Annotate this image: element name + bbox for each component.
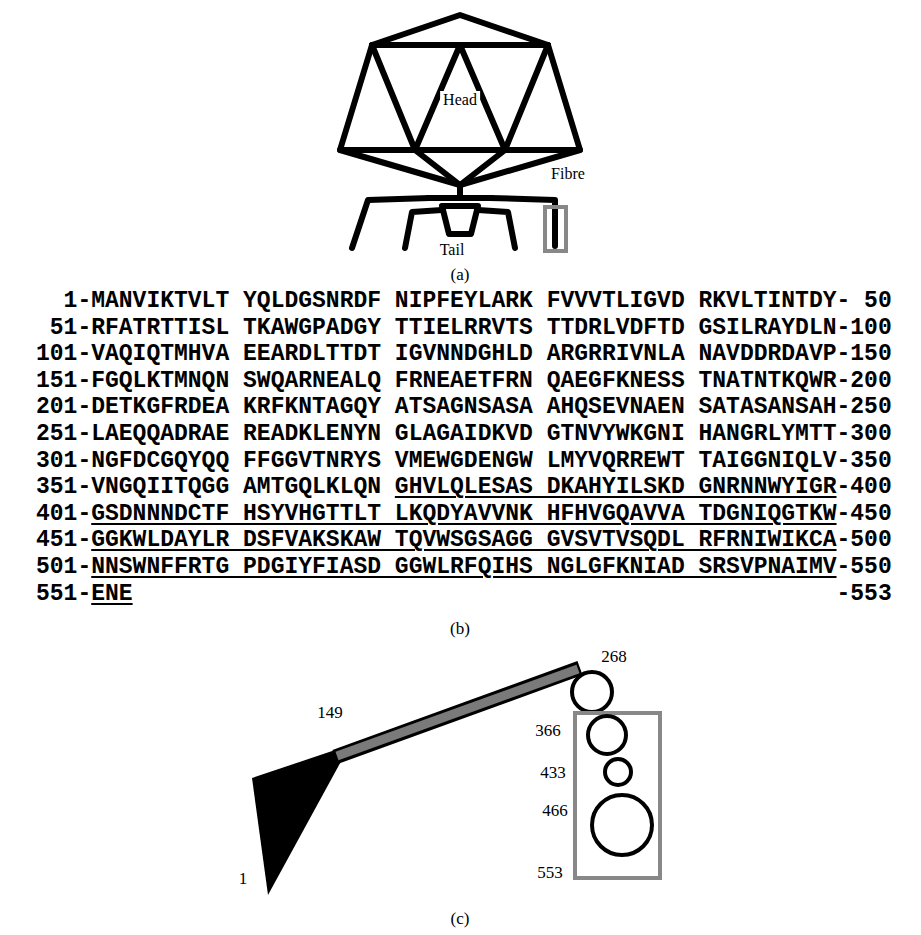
phage-head	[340, 15, 580, 185]
head-facet	[505, 45, 548, 150]
fibre-highlight-box	[545, 207, 566, 251]
residue-number: 1-	[64, 288, 92, 314]
residue-number: 466	[542, 802, 568, 819]
residue-number: -500	[837, 527, 892, 553]
crystallised-region-box	[575, 713, 660, 878]
sequence-text: GSDNNNDCTF HSYVHGTTLT LKQDYAVVNK HFHVGQA…	[91, 501, 836, 527]
residue-number: 401-	[36, 501, 91, 527]
part-label: Tail	[440, 242, 465, 258]
residue-number: 551-	[36, 581, 91, 607]
domain-circle	[592, 795, 652, 855]
residue-number: -300	[837, 421, 892, 447]
sequence-text: NNSWNFFRTG PDGIYFIASD GGWLRFQIHS NGLGFKN…	[91, 554, 836, 580]
n-terminal-triangle	[252, 745, 350, 895]
residue-number: -250	[837, 394, 892, 420]
residue-number: 366	[535, 722, 561, 739]
sequence-text: GGKWLDAYLR DSFVAKSKAW TQVWSGSAGG GVSVTVS…	[91, 527, 836, 553]
residue-number: 268	[601, 648, 627, 665]
shaft-bar-outline	[335, 668, 580, 757]
domain-diagram	[252, 668, 660, 895]
sequence-text: MANVIKTVLT YQLDGSNRDF NIPFEYLARK FVVVTLI…	[91, 288, 836, 314]
residue-number: - 50	[837, 288, 892, 314]
sequence-row: 51-RFATRTTISL TKAWGPADGY TTIELRRVTS TTDR…	[36, 315, 896, 341]
residue-number: -350	[837, 448, 892, 474]
phage-tail	[442, 206, 478, 234]
panel-label: (c)	[451, 910, 470, 927]
sequence-text: VAQIQTMHVA EEARDLTTDT IGVNNDGHLD ARGRRIV…	[91, 341, 836, 367]
domain-circle	[605, 759, 631, 785]
residue-number: 251-	[36, 421, 91, 447]
sequence-text: DETKGFRDEA KRFKNTAGQY ATSAGNSASA AHQSEVN…	[91, 394, 836, 420]
part-label: Head	[440, 91, 480, 109]
sequence-row: 151-FGQLKTMNQN SWQARNEALQ FRNEAETFRN QAE…	[36, 368, 896, 394]
domain-circle	[572, 672, 612, 712]
panel-label: (a)	[451, 266, 470, 283]
sequence-text: ENE	[91, 581, 132, 607]
sequence-text: LAEQQADRAE READKLENYN GLAGAIDKVD GTNVYWK…	[91, 421, 836, 447]
residue-number: 151-	[36, 368, 91, 394]
tail-fibre	[352, 198, 430, 248]
residue-number: 51-	[50, 315, 91, 341]
sequence-text: GHVLQLESAS DKAHYILSKD GNRNNWYIGR	[395, 474, 837, 500]
residue-number: -550	[837, 554, 892, 580]
sequence-row: 451-GGKWLDAYLR DSFVAKSKAW TQVWSGSAGG GVS…	[36, 527, 896, 553]
sequence-row: 301-NGFDCGQYQQ FFGGVTNRYS VMEWGDENGW LMY…	[36, 448, 896, 474]
residue-number: 301-	[36, 448, 91, 474]
residue-number: -200	[837, 368, 892, 394]
sequence-row: 251-LAEQQADRAE READKLENYN GLAGAIDKVD GTN…	[36, 421, 896, 447]
residue-number: -553	[837, 581, 892, 607]
residue-number: 1	[239, 870, 248, 887]
part-label: Fibre	[551, 166, 585, 182]
domain-circle	[588, 716, 626, 754]
panel-label: (b)	[450, 620, 470, 637]
sequence-row: 401-GSDNNNDCTF HSYVHGTTLT LKQDYAVVNK HFH…	[36, 501, 896, 527]
sequence-text: NGFDCGQYQQ FFGGVTNRYS VMEWGDENGW LMYVQRR…	[91, 448, 836, 474]
residue-number: 451-	[36, 527, 91, 553]
sequence-text: VNGQIITQGG AMTGQLKLQN	[91, 474, 381, 500]
residue-number: 201-	[36, 394, 91, 420]
sequence-row: 1-MANVIKTVLT YQLDGSNRDF NIPFEYLARK FVVVT…	[36, 288, 896, 314]
phage-neck	[457, 185, 463, 196]
shaft-bar	[337, 669, 578, 756]
head-facet	[340, 147, 580, 153]
tail-fibre	[478, 210, 515, 248]
phage-collar	[428, 195, 492, 201]
residue-number: -150	[837, 341, 892, 367]
residue-number: 351-	[36, 474, 91, 500]
head-facet	[372, 45, 415, 150]
residue-number: -450	[837, 501, 892, 527]
residue-number: -400	[837, 474, 892, 500]
head-facet	[415, 150, 460, 185]
residue-number: 553	[537, 864, 563, 881]
residue-number: 149	[317, 704, 343, 721]
sequence-text: FGQLKTMNQN SWQARNEALQ FRNEAETFRN QAEGFKN…	[91, 368, 836, 394]
head-facet	[460, 150, 505, 185]
tail-fibre	[405, 210, 442, 248]
sequence-row: 551-ENE -553	[36, 581, 896, 607]
sequence-row: 101-VAQIQTMHVA EEARDLTTDT IGVNNDGHLD ARG…	[36, 341, 896, 367]
sequence-row: 351-VNGQIITQGG AMTGQLKLQN GHVLQLESAS DKAH…	[36, 474, 896, 500]
sequence-text: RFATRTTISL TKAWGPADGY TTIELRRVTS TTDRLVD…	[91, 315, 836, 341]
residue-number: 433	[540, 764, 566, 781]
residue-number: 501-	[36, 554, 91, 580]
sequence-row: 201-DETKGFRDEA KRFKNTAGQY ATSAGNSASA AHQ…	[36, 394, 896, 420]
residue-number: 101-	[36, 341, 91, 367]
residue-number: -100	[837, 315, 892, 341]
sequence-row: 501-NNSWNFFRTG PDGIYFIASD GGWLRFQIHS NGL…	[36, 554, 896, 580]
